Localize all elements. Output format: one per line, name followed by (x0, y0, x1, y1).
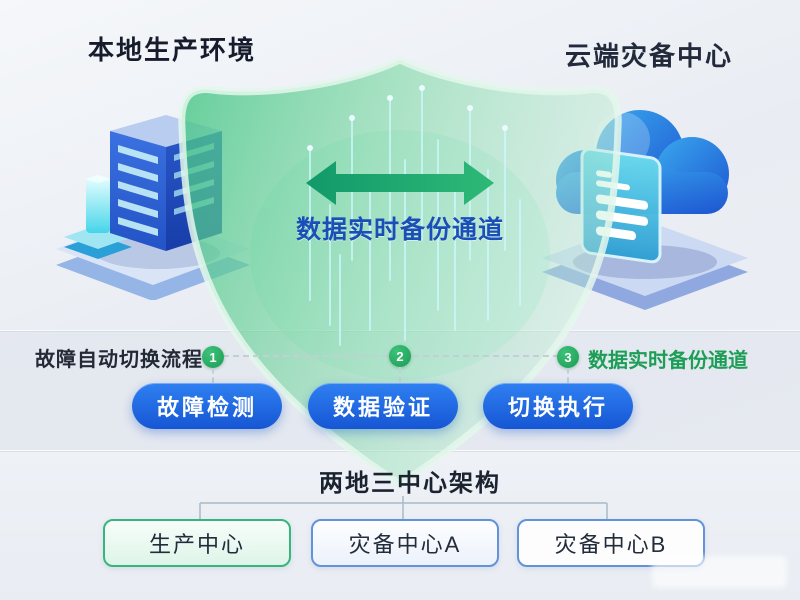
step-connector-3 (567, 368, 569, 383)
step-connector-1 (212, 368, 214, 383)
step-connector-2 (399, 367, 401, 382)
step-badge-2: 2 (389, 345, 411, 367)
step-badge-3: 3 (557, 346, 579, 368)
backup-channel-label: 数据实时备份通道 (295, 216, 504, 244)
switch-execution-button[interactable]: 切换执行 (483, 383, 633, 429)
cloud-dr-title: 云端灾备中心 (565, 41, 734, 71)
architecture-title: 两地三中心架构 (319, 470, 501, 497)
local-production-title: 本地生产环境 (88, 35, 257, 65)
production-center-label: 生产中心 (148, 532, 245, 557)
failover-flow-title: 故障自动切换流程 (35, 349, 203, 371)
fault-detection-button[interactable]: 故障检测 (132, 383, 282, 429)
dr-center-a-node[interactable]: 灾备中心A (311, 519, 499, 567)
dr-center-b-label: 灾备中心B (554, 532, 668, 557)
watermark-blur (652, 556, 787, 588)
architecture-connector (199, 496, 608, 519)
production-center-node[interactable]: 生产中心 (103, 519, 291, 567)
step3-note-label: 数据实时备份通道 (588, 350, 748, 372)
sync-arrow-icon (306, 161, 494, 205)
dr-center-a-label: 灾备中心A (348, 532, 462, 557)
step-badge-1: 1 (202, 346, 224, 368)
data-validation-button[interactable]: 数据验证 (308, 383, 458, 429)
